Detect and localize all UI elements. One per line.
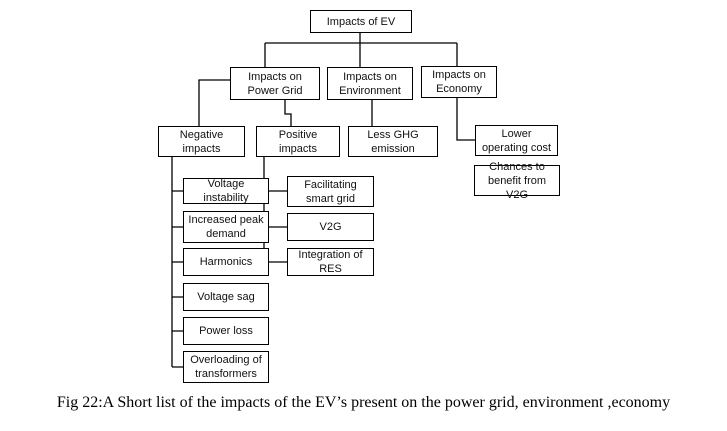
economy-box: Impacts on Economy — [421, 66, 497, 98]
connector-power-grid-branch — [198, 79, 292, 126]
connector-root-branch — [264, 33, 458, 67]
figure-caption: Fig 22:A Short list of the impacts of th… — [56, 394, 671, 411]
connector-positive-list — [263, 157, 287, 263]
positive-impacts-box: Positive impacts — [256, 126, 340, 157]
negative-item-voltage-instability: Voltage instability — [183, 178, 269, 204]
positive-item-integration-res: Integration of RES — [287, 248, 374, 276]
negative-item-voltage-sag: Voltage sag — [183, 283, 269, 311]
negative-item-power-loss: Power loss — [183, 317, 269, 345]
negative-impacts-box: Negative impacts — [158, 126, 245, 157]
connector-economy — [456, 98, 475, 141]
positive-item-smart-grid: Facilitating smart grid — [287, 176, 374, 207]
negative-item-overloading-transformers: Overloading of transformers — [183, 351, 269, 383]
less-ghg-box: Less GHG emission — [348, 126, 438, 157]
negative-item-increased-peak-demand: Increased peak demand — [183, 211, 269, 243]
power-grid-box: Impacts on Power Grid — [230, 67, 320, 100]
lower-cost-box: Lower operating cost — [475, 125, 558, 156]
connector-negative-list — [171, 157, 183, 368]
positive-item-v2g: V2G — [287, 213, 374, 241]
v2g-benefit-box: Chances to benefit from V2G — [474, 161, 560, 201]
negative-item-harmonics: Harmonics — [183, 248, 269, 276]
root-box: Impacts of EV — [310, 10, 412, 33]
environment-box: Impacts on Environment — [327, 67, 413, 100]
